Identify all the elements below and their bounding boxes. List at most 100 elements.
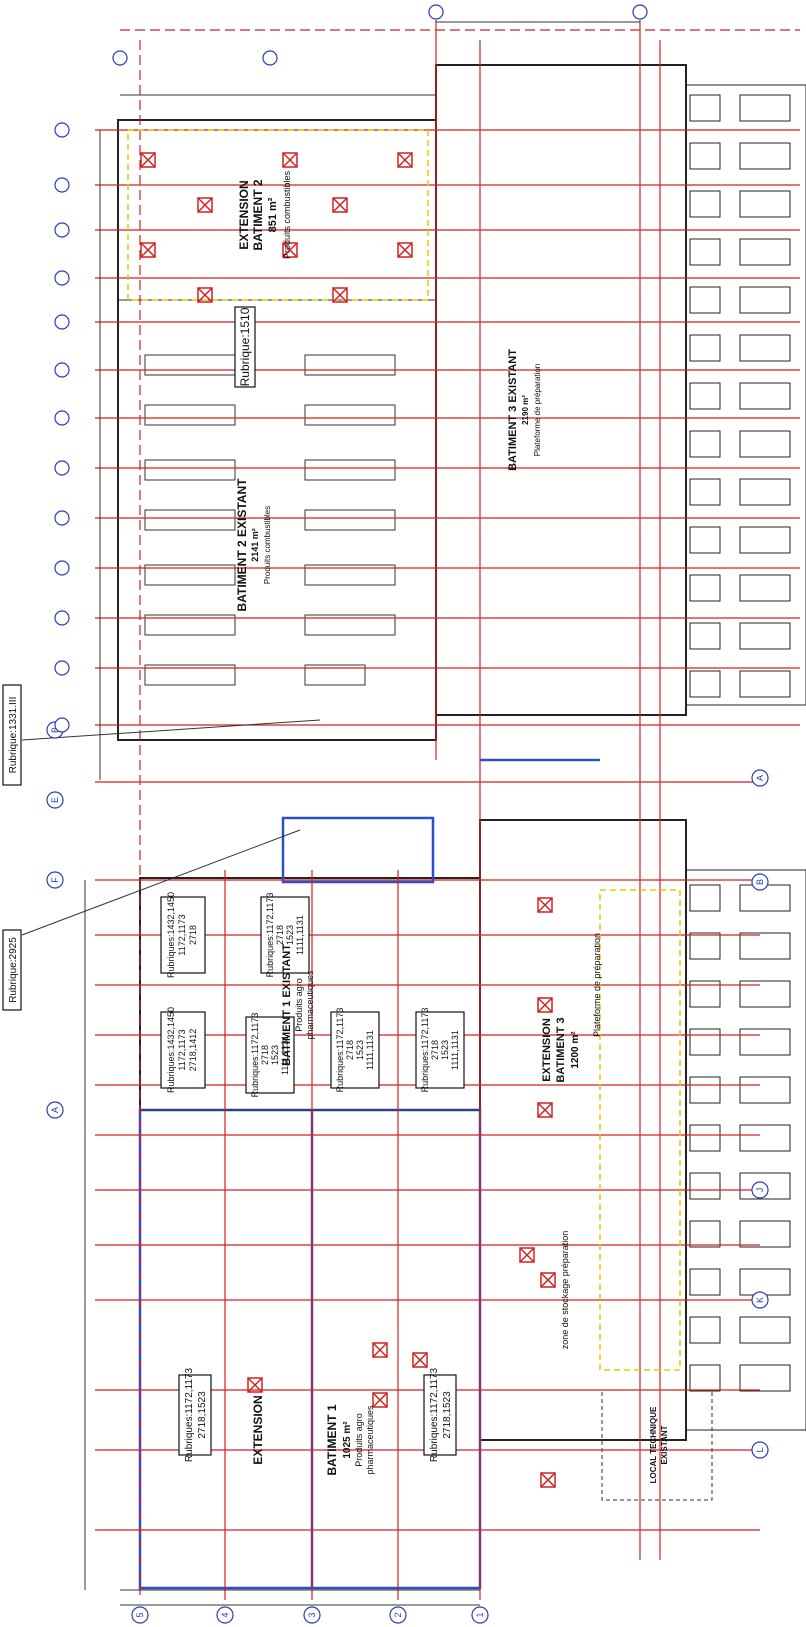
dock-bay (739, 1220, 791, 1248)
grid-bubble-row (54, 222, 70, 238)
ext-bat3-label: EXTENSION BATIMENT 3 1200 m² (541, 1017, 581, 1082)
dock-bay (739, 1124, 791, 1152)
svg-text:2718,1412: 2718,1412 (188, 1029, 198, 1072)
dock-door (689, 1028, 721, 1056)
dock-bay (739, 1364, 791, 1392)
svg-text:Rubriques:1172,1173: Rubriques:1172,1173 (420, 1008, 430, 1093)
dock-door (689, 1220, 721, 1248)
dock-door (689, 526, 721, 554)
dock-bay (739, 1028, 791, 1056)
local-technique-outline (601, 1389, 713, 1501)
ext-bat2-desc: Produits combustibles (282, 170, 292, 259)
svg-text:2718: 2718 (275, 925, 285, 945)
svg-text:1111,1131: 1111,1131 (450, 1030, 460, 1070)
grid-bubble-2: 2 (389, 1606, 407, 1624)
rubrique-2925: Rubrique:2925 (2, 929, 22, 1011)
bat3-desc: Plateforme de préparation (533, 364, 542, 457)
svg-text:Rubriques:1172,1173: Rubriques:1172,1173 (265, 893, 275, 978)
svg-text:zone de stockage préparation: zone de stockage préparation (560, 1231, 570, 1350)
svg-text:Rubriques:1172,1173: Rubriques:1172,1173 (250, 1013, 260, 1098)
ext-bat2-area: 851 m² (267, 197, 279, 232)
svg-text:A: A (50, 1107, 60, 1113)
extension-batiment-1-blue (138, 1108, 482, 1590)
grid-bubble-E: E (46, 791, 64, 809)
dock-bay (739, 622, 791, 650)
svg-text:1172,1173: 1172,1173 (177, 914, 187, 955)
svg-text:Rubriques:1172,1173: Rubriques:1172,1173 (429, 1367, 440, 1462)
grid-bubble-row (54, 510, 70, 526)
fire-marker-icon (332, 287, 348, 303)
fire-markers (140, 152, 556, 1488)
ext-bat2-label: EXTENSION BATIMENT 2 851 m² Produits com… (237, 170, 292, 259)
dock-door (689, 94, 721, 122)
svg-text:2718: 2718 (188, 925, 198, 945)
svg-text:LOCAL TECHNIQUE: LOCAL TECHNIQUE (649, 1406, 658, 1483)
fire-marker-icon (519, 1247, 535, 1263)
bat3-area: 2190 m² (521, 395, 530, 425)
dock-bay (739, 238, 791, 266)
fire-marker-icon (372, 1342, 388, 1358)
svg-text:EXISTANT: EXISTANT (660, 1425, 669, 1464)
svg-text:EXTENSION: EXTENSION (251, 1395, 265, 1464)
storage-racks (144, 354, 396, 686)
grid-bubble-4: 4 (216, 1606, 234, 1624)
svg-text:Plateforme de préparation: Plateforme de préparation (592, 933, 602, 1037)
fire-marker-icon (140, 242, 156, 258)
dock-door (689, 334, 721, 362)
dock-bay (739, 1268, 791, 1296)
grid-bubble-row (54, 660, 70, 676)
dock-bay (739, 1076, 791, 1104)
fire-marker-icon (537, 1102, 553, 1118)
dock-bay (739, 334, 791, 362)
dock-door (689, 980, 721, 1008)
ext-bat3-subtitle: BATIMENT 3 (555, 1017, 567, 1082)
ext-bat1-label: EXTENSION (251, 1395, 265, 1464)
grid-bubble-1: 1 (471, 1606, 489, 1624)
dock-door (689, 1316, 721, 1344)
rubriques-box-c2: Rubriques:1172,1173 2718,1523 (423, 1367, 457, 1462)
fire-marker-icon (372, 1392, 388, 1408)
fire-marker-icon (140, 152, 156, 168)
ext-bat3-zone: zone de stockage préparation (560, 1231, 570, 1350)
fire-marker-icon (537, 897, 553, 913)
fire-zone-ext-bat2 (127, 129, 429, 301)
dock-door (689, 190, 721, 218)
rubriques-box-b4: Rubriques:1172,1173 2718 1523 1111,1131 (415, 1008, 465, 1093)
ext-bat2-title: EXTENSION (237, 180, 251, 249)
dock-bay (739, 286, 791, 314)
grid-bubble-row (54, 362, 70, 378)
svg-text:1111,1131: 1111,1131 (365, 1030, 375, 1070)
svg-text:Produits agro: Produits agro (354, 1413, 364, 1467)
bat3-title: BATIMENT 3 EXISTANT (507, 349, 519, 471)
dock-door (689, 430, 721, 458)
dock-door (689, 622, 721, 650)
dock-door (689, 1124, 721, 1152)
svg-text:pharmaceutiques: pharmaceutiques (305, 970, 315, 1040)
grid-bubble-top (632, 4, 648, 20)
svg-text:Rubrique:2925: Rubrique:2925 (8, 937, 19, 1003)
dock-bay (739, 932, 791, 960)
rubriques-box-b3: Rubriques:1172,1173 2718 1523 1111,1131 (330, 1008, 380, 1092)
fire-marker-icon (332, 197, 348, 213)
svg-text:B: B (50, 727, 60, 733)
dock-bay (739, 574, 791, 602)
ext-batiment-3-outline (479, 819, 687, 1441)
fire-marker-icon (197, 287, 213, 303)
dock-door (689, 478, 721, 506)
dock-bay (739, 382, 791, 410)
dock-bay (739, 430, 791, 458)
ext-bat3-title: EXTENSION (541, 1018, 553, 1082)
svg-text:L: L (755, 1447, 765, 1452)
grid-bubble-5: 5 (131, 1606, 149, 1624)
svg-text:J: J (755, 1188, 765, 1193)
dock-doors (689, 94, 791, 1392)
svg-text:1523: 1523 (285, 925, 295, 945)
fire-marker-icon (247, 1377, 263, 1393)
grid-lines (95, 20, 800, 1600)
svg-text:2718: 2718 (345, 1040, 355, 1060)
bat2-label: BATIMENT 2 EXISTANT 2141 m² Produits com… (235, 478, 272, 612)
dock-bay (739, 670, 791, 698)
dock-door (689, 1076, 721, 1104)
fire-zone-ext-bat3 (599, 889, 681, 1371)
